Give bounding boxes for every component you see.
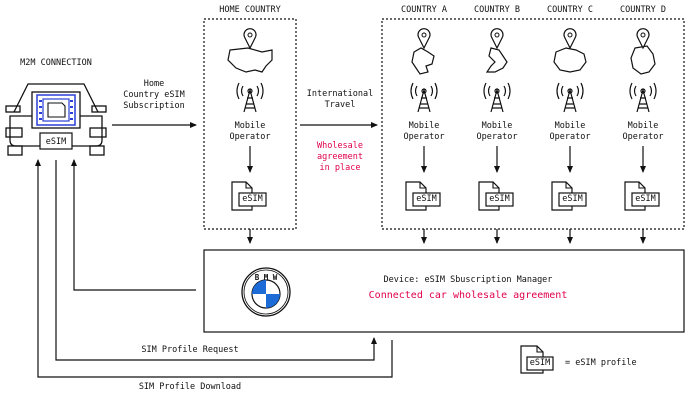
country-map-icon xyxy=(630,28,656,75)
profile-request-arrow xyxy=(55,160,377,361)
manager-title: Device: eSIM Sbuscription Manager xyxy=(383,275,553,285)
profile-return-arrow xyxy=(71,159,196,291)
legend-esim-label: eSIM xyxy=(529,358,551,368)
country-map-icon xyxy=(553,28,587,73)
file-icon xyxy=(405,181,441,211)
legend-text: = eSIM profile xyxy=(565,358,637,368)
tower-icon xyxy=(629,82,657,113)
home-country-title: HOME COUNTRY xyxy=(219,5,281,15)
file-icon xyxy=(478,181,514,211)
profile-download-arrow xyxy=(35,159,393,378)
manager-subtitle: Connected car wholesale agreement xyxy=(368,290,568,301)
country-b-group xyxy=(478,28,514,244)
chip-icon xyxy=(36,94,76,126)
country-map-icon xyxy=(485,28,508,73)
file-icon xyxy=(551,181,587,211)
country-a-group xyxy=(405,28,441,244)
country-c-group xyxy=(551,28,587,244)
car-esim-label: eSIM xyxy=(45,137,67,147)
us-map-icon xyxy=(227,28,273,73)
car-esim-badge xyxy=(39,132,73,150)
bmw-logo-icon: B M W xyxy=(241,267,291,317)
tower-icon xyxy=(410,82,438,113)
subscription-manager-box xyxy=(203,249,685,333)
tower-icon xyxy=(236,82,264,113)
country-a-esim-label: eSIM xyxy=(416,194,437,204)
country-c-operator-label: Mobile Operator xyxy=(549,121,591,142)
country-b-title: COUNTRY B xyxy=(473,5,521,15)
country-a-operator-label: Mobile Operator xyxy=(403,121,445,142)
bmw-logo-text: B M W xyxy=(255,273,278,282)
country-d-esim-label: eSIM xyxy=(635,194,656,204)
subscription-label: Home Country eSIM Subscription xyxy=(123,79,185,111)
country-map-icon xyxy=(411,28,435,75)
country-c-esim-label: eSIM xyxy=(562,194,583,204)
tower-icon xyxy=(483,82,511,113)
home-operator-label: Mobile Operator xyxy=(229,121,271,142)
country-b-esim-label: eSIM xyxy=(489,194,510,204)
country-d-operator-label: Mobile Operator xyxy=(622,121,664,142)
country-a-title: COUNTRY A xyxy=(400,5,448,15)
m2m-connection-label: M2M CONNECTION xyxy=(20,58,92,68)
tower-icon xyxy=(556,82,584,113)
file-icon xyxy=(231,181,267,211)
country-d-group xyxy=(624,28,660,244)
request-label: SIM Profile Request xyxy=(141,345,239,355)
country-b-operator-label: Mobile Operator xyxy=(476,121,518,142)
home-esim-label: eSIM xyxy=(242,194,263,204)
country-c-title: COUNTRY C xyxy=(546,5,594,15)
download-label: SIM Profile Download xyxy=(138,382,242,392)
wholesale-label: Wholesale agreement in place xyxy=(316,141,364,173)
legend-esim-icon xyxy=(520,345,554,374)
country-d-title: COUNTRY D xyxy=(619,5,667,15)
travel-label: International Travel xyxy=(306,89,374,110)
file-icon xyxy=(624,181,660,211)
